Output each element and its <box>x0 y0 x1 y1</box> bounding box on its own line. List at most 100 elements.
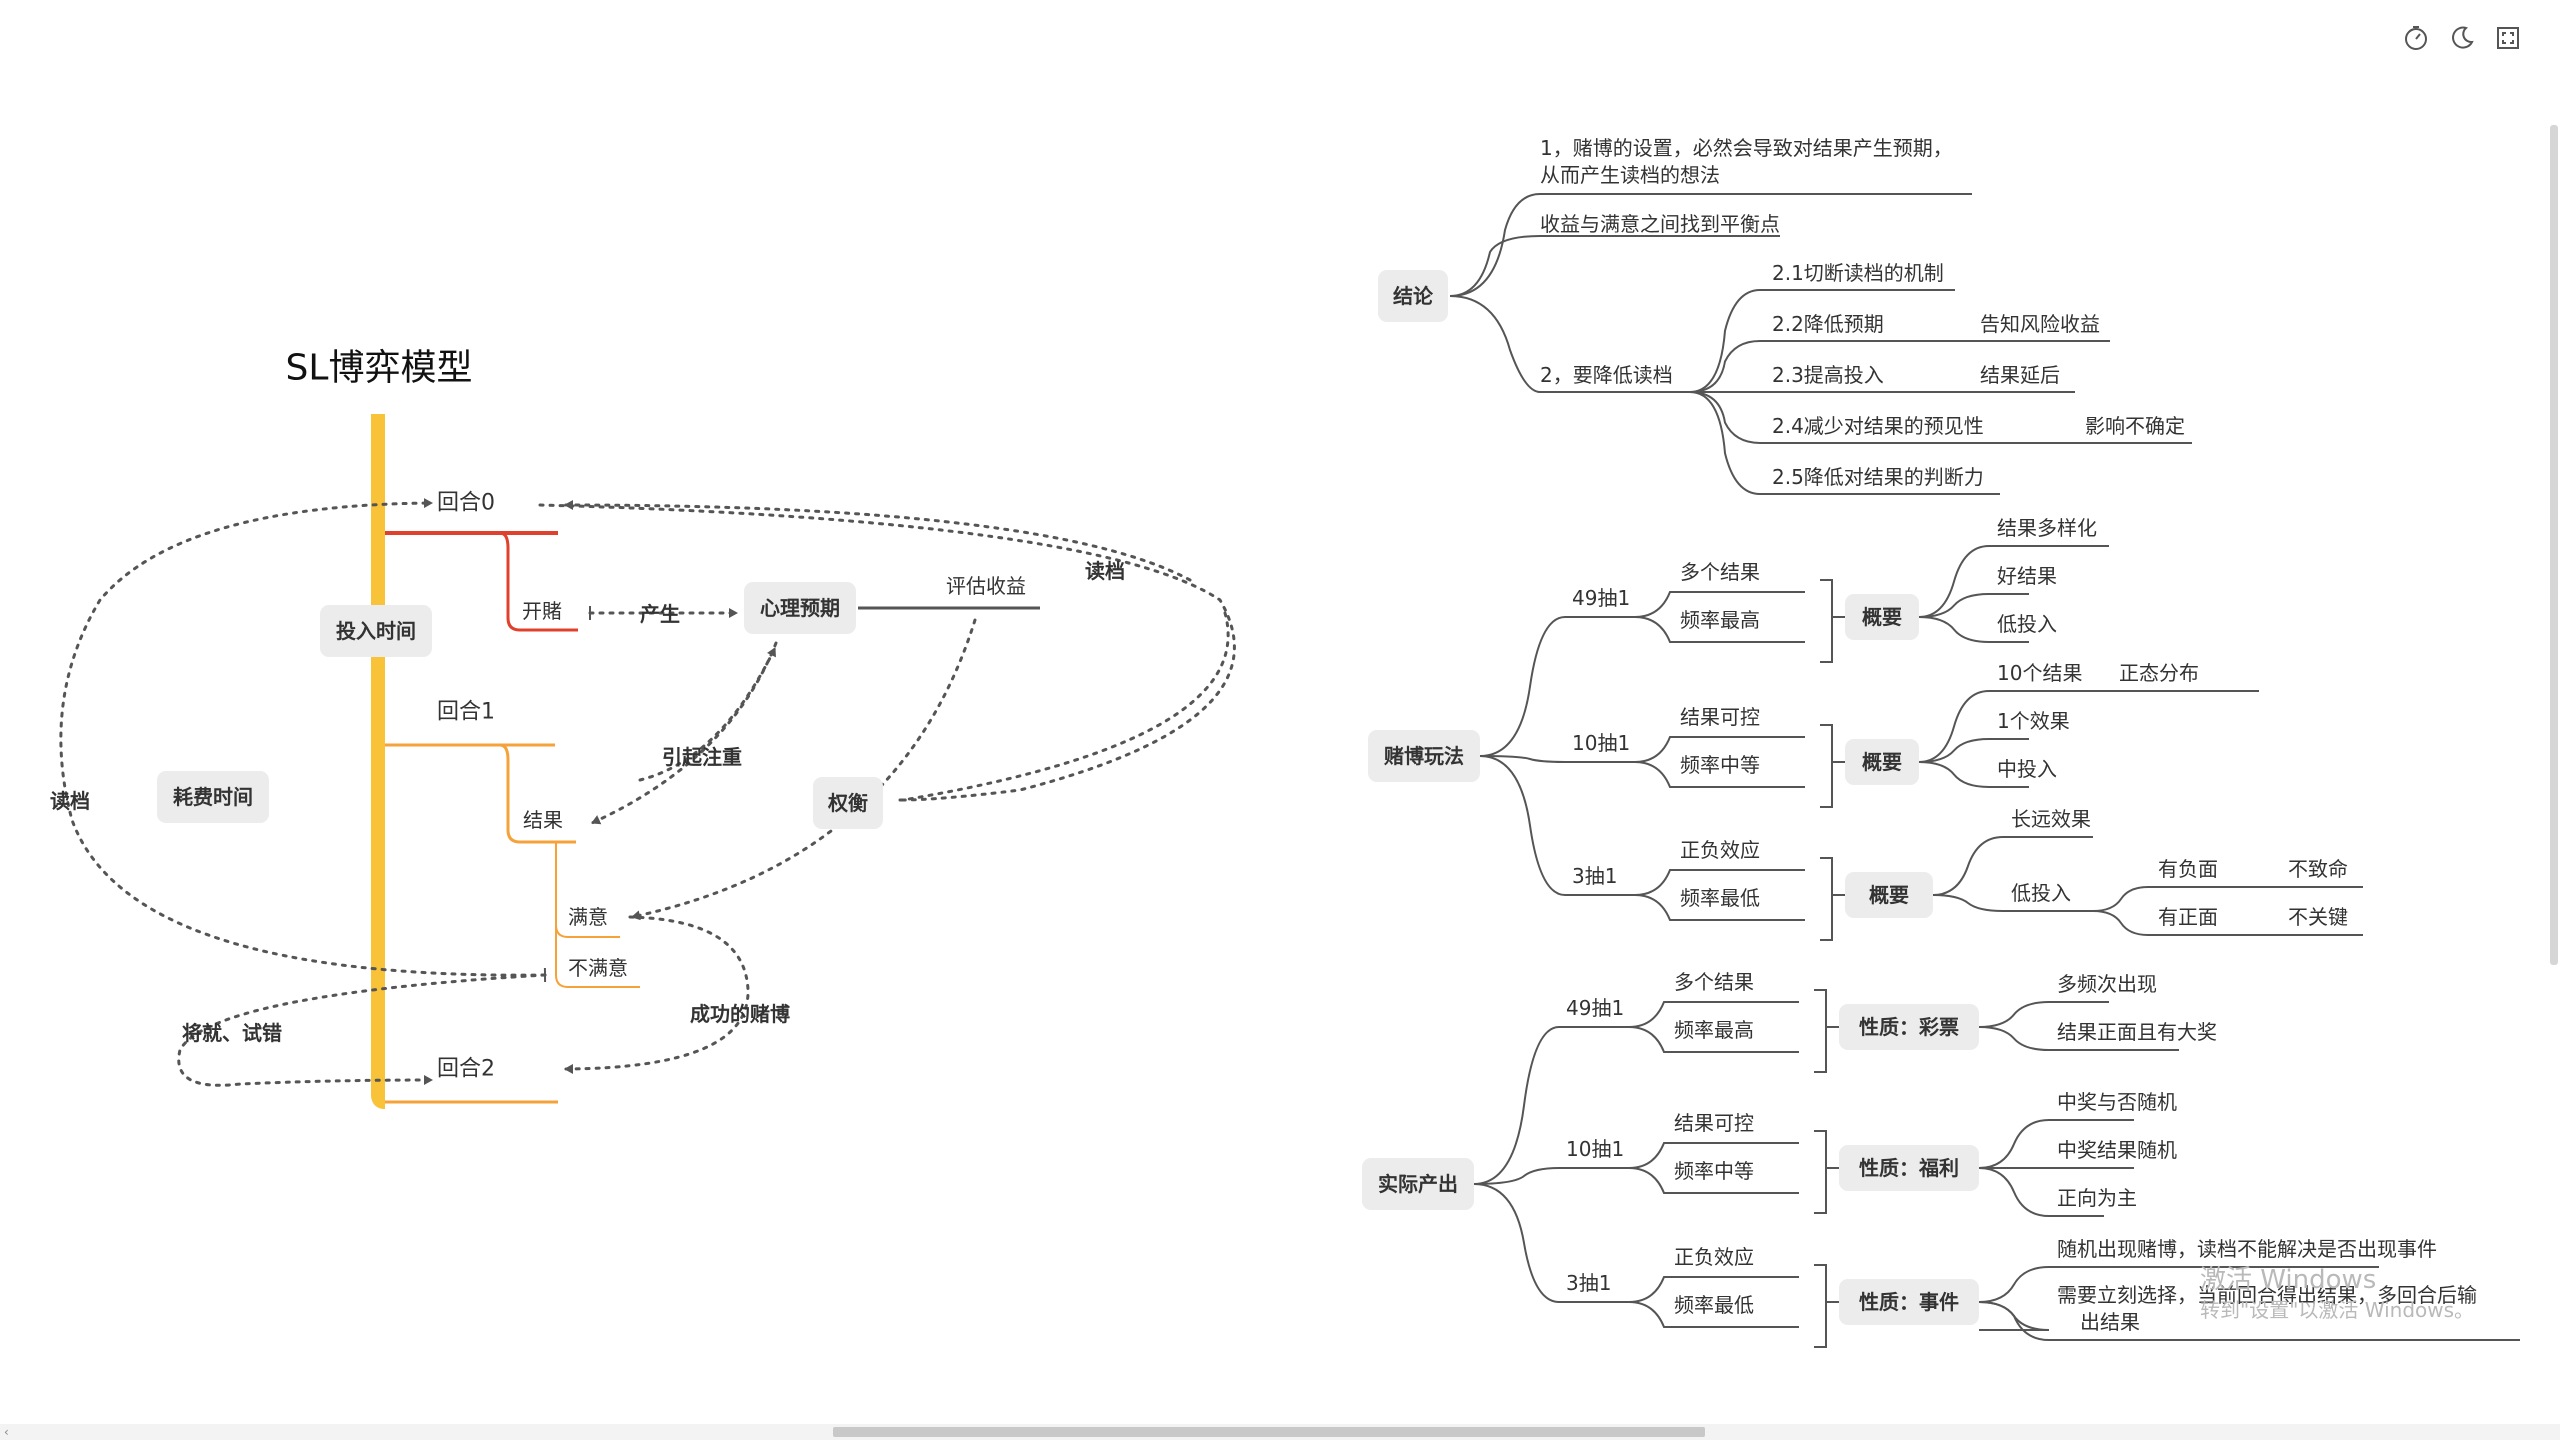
output-group-1-label[interactable]: 49抽1 <box>1566 996 1624 1020</box>
output-group-2-summary-node-box[interactable] <box>1839 1145 1979 1191</box>
result-label[interactable]: 结果 <box>523 808 563 832</box>
horizontal-scrollbar[interactable]: ‹ <box>0 1424 2560 1440</box>
success-label[interactable]: 成功的赌博 <box>690 1002 790 1026</box>
round1-label[interactable]: 回合1 <box>437 700 495 725</box>
horizontal-scroll-thumb[interactable] <box>833 1427 1705 1437</box>
conclusion-sub-3-tip[interactable]: 结果延后 <box>1980 363 2060 387</box>
gambling-group-3-summary-node[interactable]: 概要 <box>1869 883 1909 907</box>
unsatisfied-label[interactable]: 不满意 <box>568 956 628 980</box>
reload-left-label[interactable]: 读档 <box>50 789 90 813</box>
gambling-group-1-item-1[interactable]: 结果多样化 <box>1997 516 2097 540</box>
scroll-left-arrow-icon[interactable]: ‹ <box>4 1425 9 1439</box>
output-group-1-a[interactable]: 多个结果 <box>1674 970 1754 994</box>
fullscreen-button[interactable] <box>2492 22 2524 54</box>
gambling-group-2-item-3[interactable]: 中投入 <box>1997 757 2057 781</box>
conclusion-sub-2-tip[interactable]: 告知风险收益 <box>1980 312 2100 336</box>
output-group-1-summary-node-box[interactable] <box>1839 1004 1979 1050</box>
output-group-1-item-1[interactable]: 多频次出现 <box>2057 972 2157 996</box>
gambling-group-3-label[interactable]: 3抽1 <box>1572 864 1617 888</box>
output-group-1-b[interactable]: 频率最高 <box>1674 1018 1754 1042</box>
gambling-group-2-item-2[interactable]: 1个效果 <box>1997 709 2070 733</box>
gambling-group-2-extra[interactable]: 正态分布 <box>2119 661 2199 685</box>
output-group-3-summary-node[interactable]: 性质：事件 <box>1859 1290 1959 1314</box>
output-group-3-label[interactable]: 3抽1 <box>1566 1271 1611 1295</box>
vertical-scroll-thumb[interactable] <box>2550 125 2558 965</box>
dark-mode-button[interactable] <box>2446 22 2478 54</box>
timer-button[interactable] <box>2400 22 2432 54</box>
output-group-2-item-2[interactable]: 中奖结果随机 <box>2057 1138 2177 1162</box>
conclusion-root-node[interactable]: 结论 <box>1393 284 1434 308</box>
conclusion-root-node-box[interactable] <box>1378 270 1448 322</box>
gambling-group-2-summary-node-box[interactable] <box>1845 739 1919 785</box>
gambling-group-2-label[interactable]: 10抽1 <box>1572 731 1630 755</box>
gambling-group-1-label[interactable]: 49抽1 <box>1572 586 1630 610</box>
reload-top-label[interactable]: 读档 <box>1085 559 1125 583</box>
gambling-group-3-b[interactable]: 频率最低 <box>1680 886 1760 910</box>
gambling-group-3-a[interactable]: 正负效应 <box>1680 838 1760 862</box>
gambling-group-3-item-1[interactable]: 长远效果 <box>2011 807 2091 831</box>
conclusion-point2[interactable]: 2，要降低读档 <box>1540 363 1673 387</box>
output-group-2-summary-node[interactable]: 性质：福利 <box>1859 1156 1959 1180</box>
gambling-group-1-item-3[interactable]: 低投入 <box>1997 612 2057 636</box>
gambling-group-3-summary-node-box[interactable] <box>1845 872 1933 918</box>
conclusion-point1-line2[interactable]: 从而产生读档的想法 <box>1540 163 1720 187</box>
cost-time-node-box[interactable] <box>157 771 269 823</box>
output-group-3-a[interactable]: 正负效应 <box>1674 1245 1754 1269</box>
output-group-3-summary-node-box[interactable] <box>1839 1279 1979 1325</box>
conclusion-sub-2[interactable]: 2.2降低预期 <box>1772 312 1884 336</box>
gambling-group-2-summary-node[interactable]: 概要 <box>1862 750 1902 774</box>
output-group-2-item-1[interactable]: 中奖与否随机 <box>2057 1090 2177 1114</box>
output-group-2-label[interactable]: 10抽1 <box>1566 1137 1624 1161</box>
vertical-scrollbar[interactable] <box>2546 0 2560 1424</box>
settle-label[interactable]: 将就、试错 <box>182 1021 282 1045</box>
output-root-node-box[interactable] <box>1362 1158 1474 1210</box>
expectation-node[interactable]: 心理预期 <box>760 596 840 620</box>
conclusion-sub-3[interactable]: 2.3提高投入 <box>1772 363 1884 387</box>
round0-label[interactable]: 回合0 <box>437 491 495 516</box>
gambling-root-node[interactable]: 赌博玩法 <box>1384 744 1464 768</box>
produce-label[interactable]: 产生 <box>640 602 680 626</box>
gambling-group-2-b[interactable]: 频率中等 <box>1680 753 1760 777</box>
conclusion-sub-4[interactable]: 2.4减少对结果的预见性 <box>1772 414 1984 438</box>
gambling-group-1-a[interactable]: 多个结果 <box>1680 560 1760 584</box>
conclusion-point1-line1[interactable]: 1，赌博的设置，必然会导致对结果产生预期， <box>1540 136 1953 160</box>
gambling-group-1-summary-node[interactable]: 概要 <box>1862 605 1902 629</box>
output-group-1-summary-node[interactable]: 性质：彩票 <box>1859 1015 1959 1039</box>
balance-node[interactable]: 权衡 <box>827 791 868 815</box>
gambling-group-1-b[interactable]: 频率最高 <box>1680 608 1760 632</box>
gambling-group-1-item-2[interactable]: 好结果 <box>1997 564 2057 588</box>
gambling-group-2-a[interactable]: 结果可控 <box>1680 705 1760 729</box>
gambling-group-2-item-1[interactable]: 10个结果 <box>1997 661 2082 685</box>
attention-label[interactable]: 引起注重 <box>662 745 742 769</box>
gambling-root-node-box[interactable] <box>1368 730 1480 782</box>
conclusion-sub-4-tip[interactable]: 影响不确定 <box>2085 414 2185 438</box>
satisfied-label[interactable]: 满意 <box>568 905 608 929</box>
gambling-group-3-sub-1-tip[interactable]: 不致命 <box>2288 857 2348 881</box>
invest-time-node[interactable]: 投入时间 <box>336 619 416 643</box>
conclusion-sub-1[interactable]: 2.1切断读档的机制 <box>1772 261 1944 285</box>
output-group-3-item-2[interactable]: 需要立刻选择，当前回合得出结果，多回合后输 <box>2057 1283 2477 1307</box>
output-group-2-item-3[interactable]: 正向为主 <box>2057 1186 2137 1210</box>
evaluate-label[interactable]: 评估收益 <box>946 574 1026 598</box>
gambling-group-1-summary-node-box[interactable] <box>1845 594 1919 640</box>
cost-time-node[interactable]: 耗费时间 <box>173 785 253 809</box>
conclusion-sub-5[interactable]: 2.5降低对结果的判断力 <box>1772 465 1984 489</box>
gambling-group-3-sub-1[interactable]: 有负面 <box>2158 857 2218 881</box>
expectation-node-box[interactable] <box>744 582 856 634</box>
gambling-group-3-sub-2-tip[interactable]: 不关键 <box>2288 905 2348 929</box>
conclusion-balance-point[interactable]: 收益与满意之间找到平衡点 <box>1540 212 1780 236</box>
gamble-label[interactable]: 开賭 <box>522 599 562 623</box>
invest-time-node-box[interactable] <box>320 605 432 657</box>
output-group-3-b[interactable]: 频率最低 <box>1674 1293 1754 1317</box>
output-group-2-a[interactable]: 结果可控 <box>1674 1111 1754 1135</box>
gambling-group-3-item-2[interactable]: 低投入 <box>2011 881 2071 905</box>
round2-label[interactable]: 回合2 <box>437 1057 495 1082</box>
output-group-3-item-3[interactable]: 出结果 <box>2080 1310 2140 1334</box>
output-root-node[interactable]: 实际产出 <box>1378 1172 1458 1196</box>
output-group-1-item-2[interactable]: 结果正面且有大奖 <box>2057 1020 2217 1044</box>
balance-node-box[interactable] <box>813 777 883 829</box>
gambling-group-3-sub-2[interactable]: 有正面 <box>2158 905 2218 929</box>
output-group-2-b[interactable]: 频率中等 <box>1674 1159 1754 1183</box>
output-group-3-item-1[interactable]: 随机出现赌博，读档不能解决是否出现事件 <box>2057 1237 2437 1261</box>
